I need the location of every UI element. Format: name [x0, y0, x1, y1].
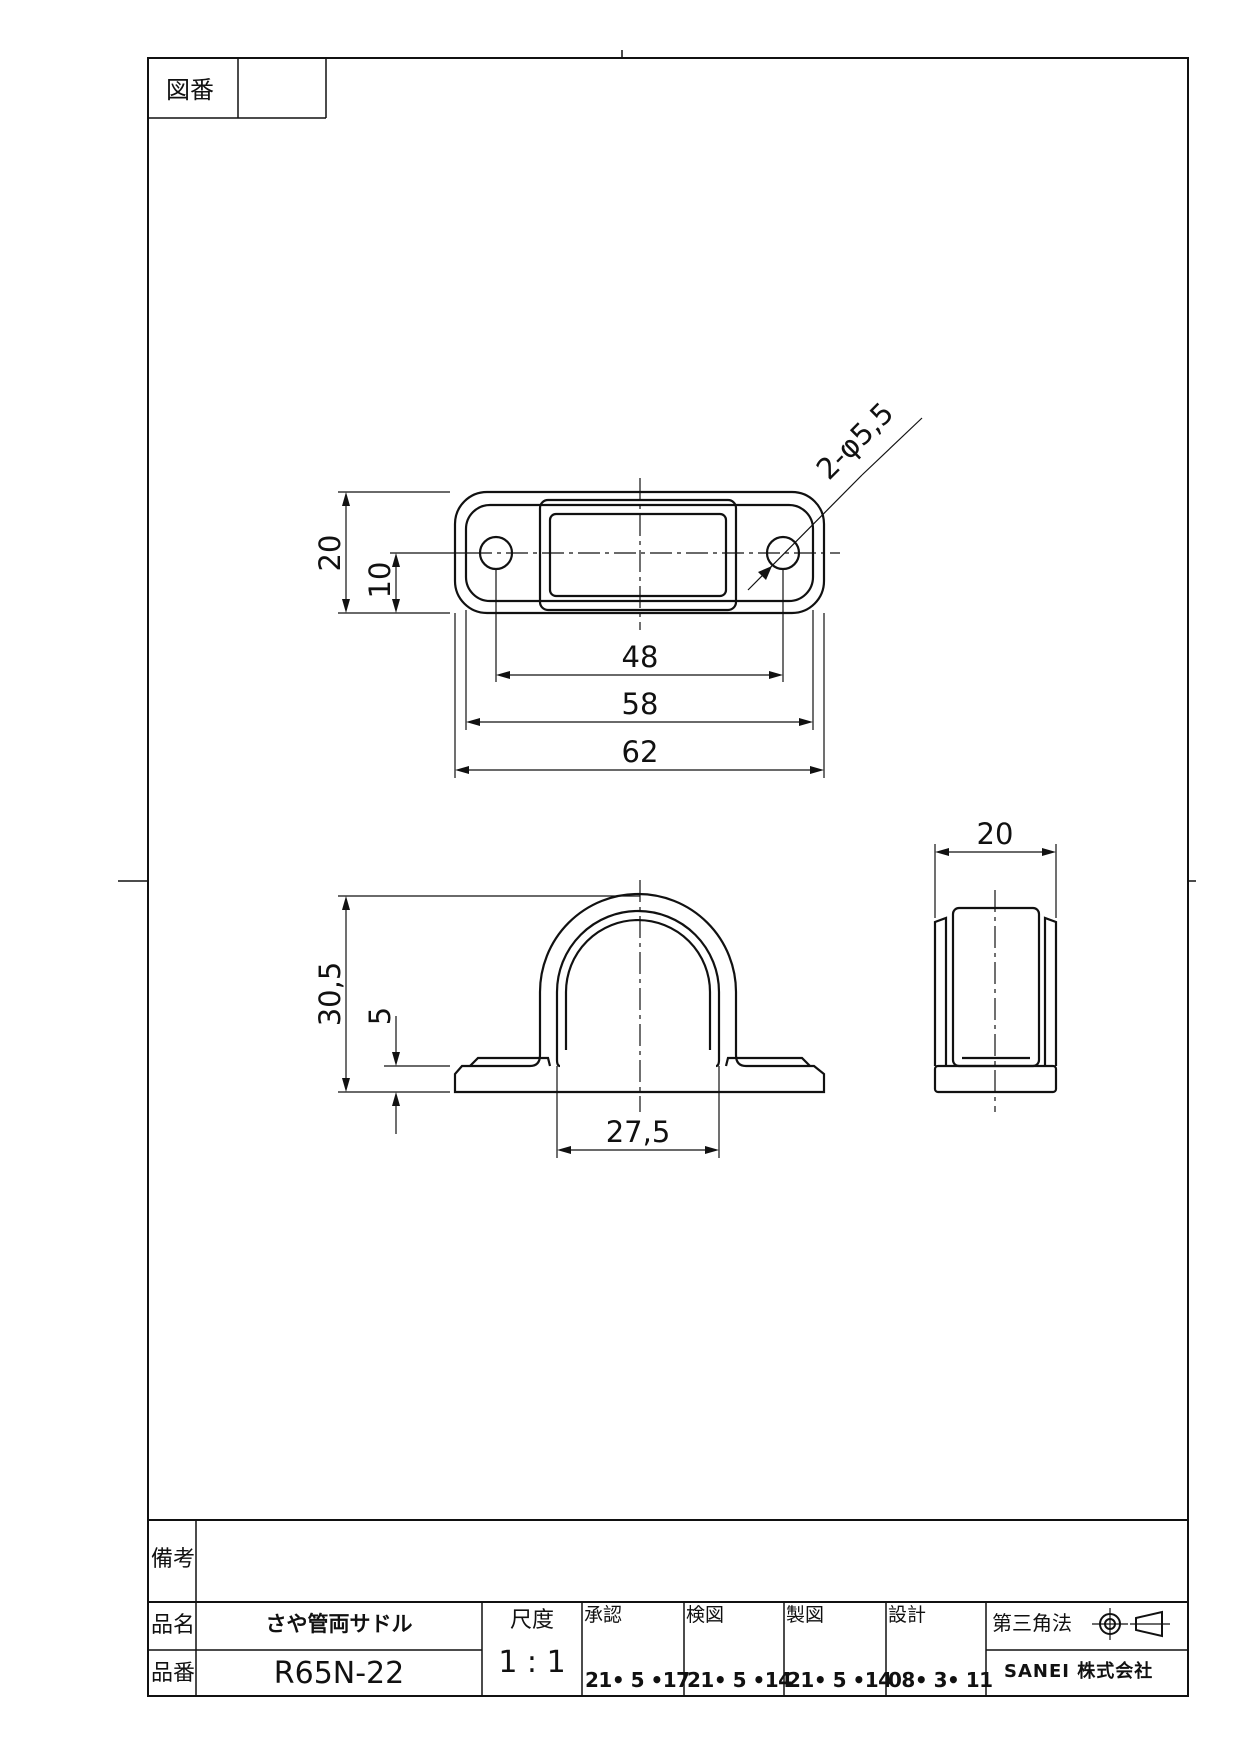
product-name: さや管両サドル: [265, 1612, 413, 1636]
projection-label: 第三角法: [992, 1611, 1072, 1635]
product-number: R65N-22: [273, 1656, 405, 1691]
design-date: 08• 3• 11: [888, 1668, 993, 1692]
dim-holes: 2-φ5,5: [810, 396, 901, 487]
approval-label: 承認: [584, 1604, 623, 1626]
dim-overall-length: 62: [622, 735, 659, 769]
drafting-date: 21• 5 •14: [787, 1668, 892, 1692]
dim-front-height: 30,5: [313, 962, 347, 1027]
drawing-frame: [147, 57, 1189, 1697]
scale-label: 尺度: [509, 1608, 554, 1633]
drafting-label: 製図: [786, 1604, 825, 1626]
check-label: 検図: [686, 1604, 725, 1626]
dim-inner-length: 58: [622, 687, 659, 721]
third-angle-projection-icon: [1092, 1608, 1170, 1640]
product-name-label: 品名: [151, 1613, 196, 1638]
scale-value: 1 : 1: [498, 1645, 566, 1680]
dim-hole-offset: 10: [363, 562, 397, 599]
product-number-label: 品番: [151, 1661, 196, 1686]
dim-inner-width: 27,5: [606, 1115, 671, 1149]
side-view: [933, 906, 1058, 1094]
remarks-label: 備考: [151, 1547, 196, 1572]
dim-height-total: 20: [313, 535, 347, 572]
design-label: 設計: [888, 1604, 927, 1626]
dim-hole-spacing: 48: [622, 640, 659, 674]
check-date: 21• 5 •14: [687, 1668, 792, 1692]
dim-flange-thickness: 5: [363, 1007, 397, 1025]
drawing-number-label: 図番: [166, 76, 214, 104]
approval-date: 21• 5 •17: [585, 1668, 690, 1692]
dim-side-width: 20: [977, 817, 1014, 851]
company-name: SANEI 株式会社: [1004, 1661, 1154, 1682]
front-view: [453, 892, 826, 1094]
